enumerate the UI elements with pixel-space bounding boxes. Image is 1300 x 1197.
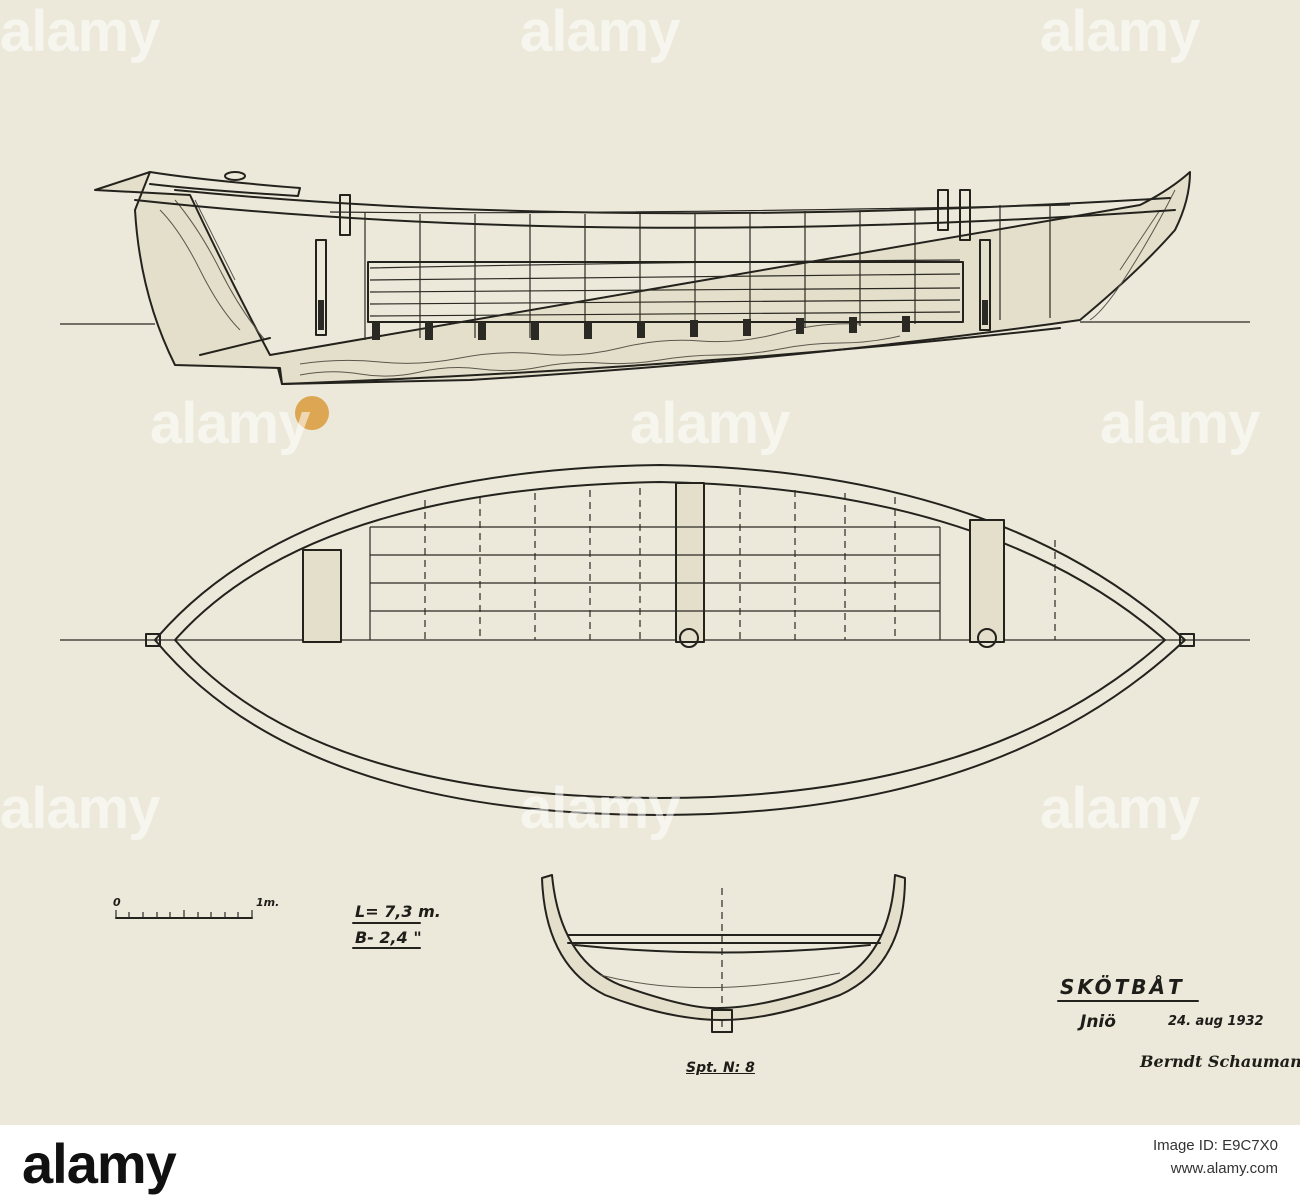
- cross-section: [541, 874, 906, 1033]
- place-label: Jniö: [1080, 1012, 1116, 1032]
- image-id: Image ID: E9C7X0: [1152, 1137, 1278, 1154]
- boat-plan-drawing: [60, 171, 1250, 1033]
- beam-dimension: B- 2,4 ": [355, 928, 422, 947]
- footer-info: Image ID: E9C7X0 www.alamy.com: [1153, 1137, 1278, 1177]
- stain-mark: [295, 396, 329, 430]
- footer-logo: alamy: [22, 1132, 177, 1195]
- section-label: Spt. N: 8: [686, 1060, 755, 1076]
- scale-end-label: 1m.: [256, 896, 280, 909]
- drawing-title: SKÖTBÅT: [1060, 975, 1185, 999]
- plan-view: [60, 464, 1250, 816]
- signature: Berndt Schauman: [1140, 1052, 1300, 1071]
- drawing-sheet: 0 1m. L= 7,3 m. B- 2,4 " SKÖTBÅT Jniö 24…: [0, 0, 1300, 1125]
- footer-url: www.alamy.com: [1170, 1160, 1278, 1177]
- side-elevation: [60, 171, 1250, 385]
- scale-start-label: 0: [113, 896, 121, 909]
- date-label: 24. aug 1932: [1168, 1014, 1264, 1029]
- length-dimension: L= 7,3 m.: [355, 902, 441, 921]
- footer-bar: alamy Image ID: E9C7X0 www.alamy.com: [0, 1125, 1300, 1197]
- scale-bar: [115, 910, 253, 919]
